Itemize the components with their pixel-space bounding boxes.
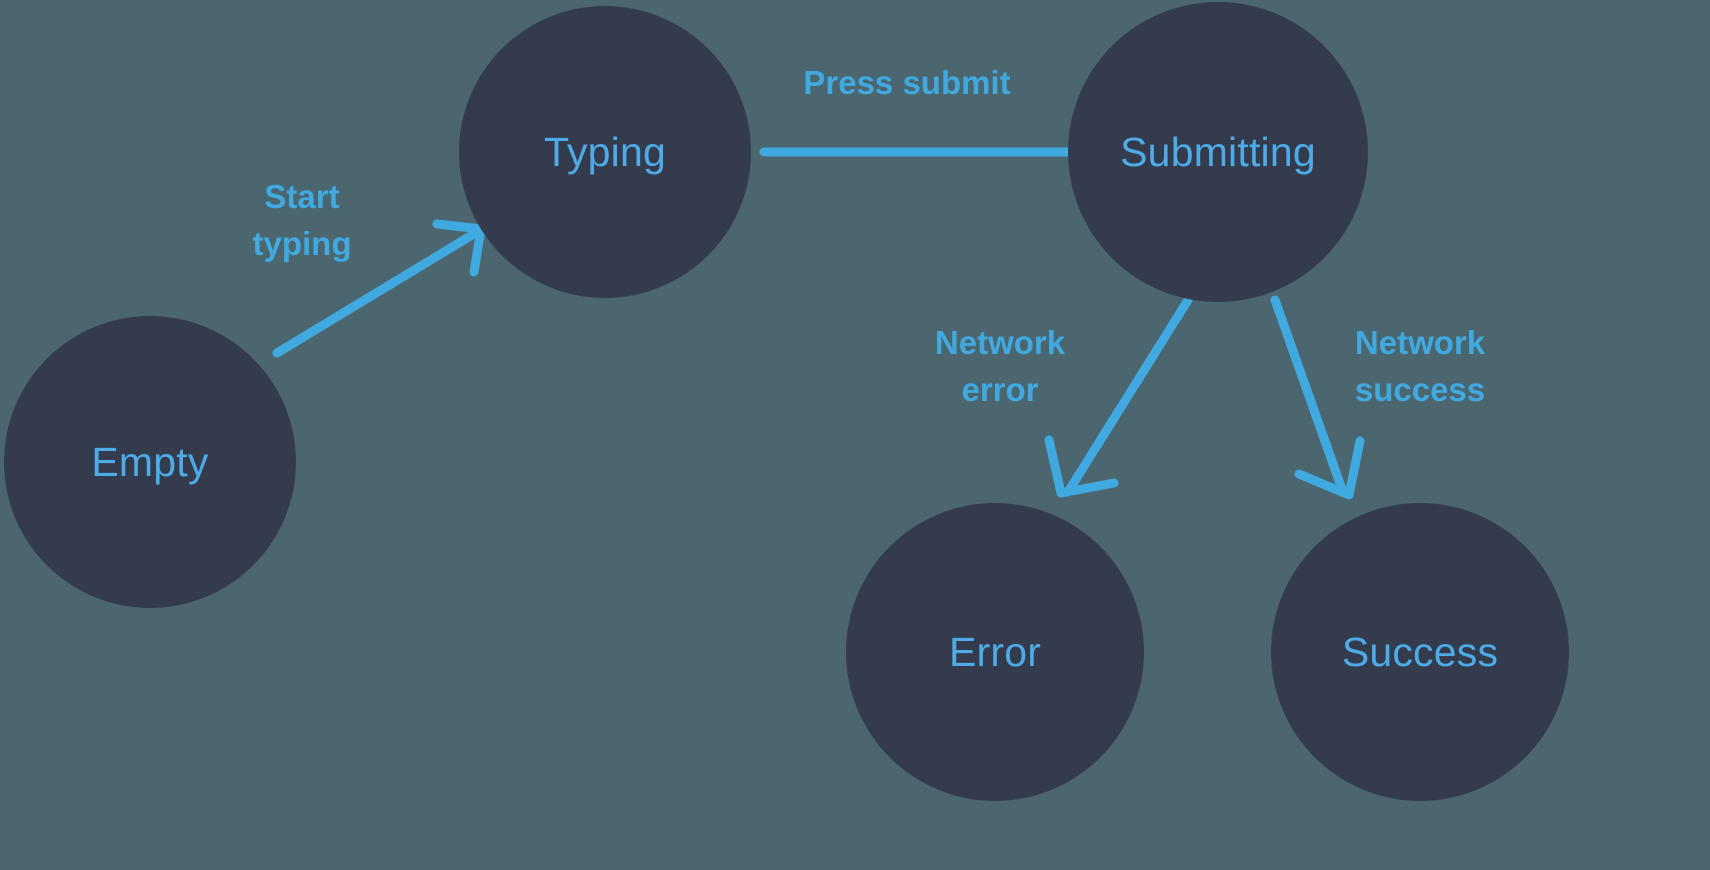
state-node-label: Error — [948, 628, 1042, 675]
edge-label-network-success: Network success — [1354, 324, 1486, 408]
edge-label-network-error: Network error — [934, 324, 1066, 408]
state-node-label: Empty — [91, 438, 209, 485]
state-node-empty[interactable]: Empty — [4, 316, 296, 608]
state-node-success[interactable]: Success — [1271, 503, 1569, 801]
state-node-label: Submitting — [1120, 128, 1316, 175]
state-node-typing[interactable]: Typing — [459, 6, 751, 298]
edge-label-start-typing: Start typing — [252, 178, 352, 262]
state-node-submitting[interactable]: Submitting — [1068, 2, 1368, 302]
state-node-error[interactable]: Error — [846, 503, 1144, 801]
state-node-label: Typing — [544, 128, 666, 175]
edge-label-press-submit: Press submit — [803, 64, 1011, 101]
state-node-label: Success — [1341, 628, 1499, 675]
